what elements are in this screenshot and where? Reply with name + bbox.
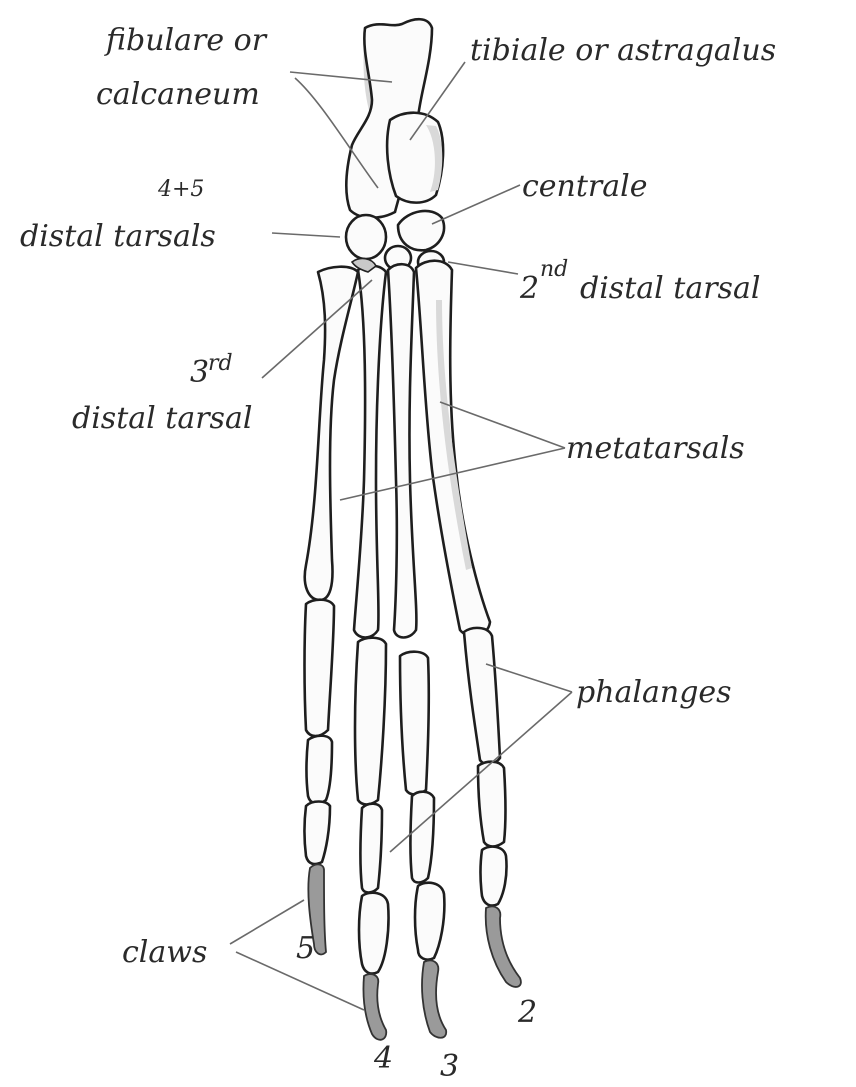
metatarsal-2 bbox=[416, 261, 490, 636]
tibiale-bone bbox=[387, 113, 443, 203]
label-third-superscript: rd bbox=[208, 351, 233, 376]
label-second-superscript: nd bbox=[540, 257, 568, 282]
label-fibulare-line2: calcaneum bbox=[96, 77, 260, 112]
label-centrale: centrale bbox=[522, 169, 648, 204]
label-metatarsals: metatarsals bbox=[566, 431, 745, 466]
metatarsal-3 bbox=[388, 264, 416, 637]
centrale-bone bbox=[398, 211, 444, 250]
label-third-prefix: 3 bbox=[190, 355, 209, 390]
label-tibiale: tibiale or astragalus bbox=[470, 33, 776, 68]
label-digit-2: 2 bbox=[517, 995, 537, 1030]
distal-tarsal-45-bone bbox=[346, 215, 386, 259]
digit-5-phalanges bbox=[305, 600, 335, 955]
label-digit-5: 5 bbox=[296, 931, 315, 966]
label-digit-3: 3 bbox=[440, 1049, 459, 1084]
label-distal-45-number: 4+5 bbox=[157, 177, 204, 202]
label-claws: claws bbox=[122, 935, 207, 970]
label-phalanges: phalanges bbox=[576, 675, 732, 710]
label-distal-tarsals-45: distal tarsals bbox=[20, 219, 216, 254]
label-digit-4: 4 bbox=[373, 1041, 393, 1076]
label-second-prefix: 2 bbox=[519, 271, 539, 306]
label-second-distal-tarsal: distal tarsal bbox=[580, 271, 760, 306]
digit-4-phalanges bbox=[355, 638, 389, 1040]
metatarsal-4 bbox=[354, 266, 386, 638]
digit-2-phalanges bbox=[464, 628, 521, 987]
digit-3-phalanges bbox=[400, 652, 446, 1038]
label-third-distal-tarsal: distal tarsal bbox=[72, 401, 252, 436]
label-fibulare-line1: fibulare or bbox=[104, 23, 268, 58]
